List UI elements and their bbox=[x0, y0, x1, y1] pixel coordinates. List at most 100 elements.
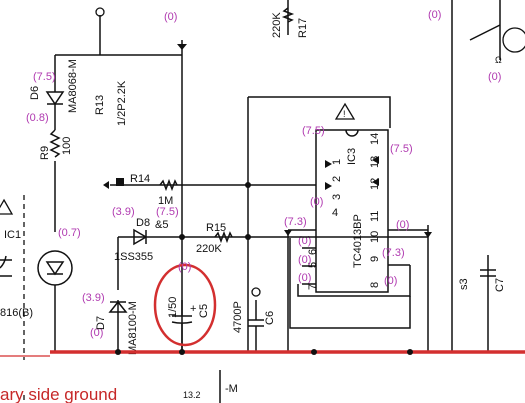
ic3-body bbox=[315, 129, 389, 293]
wire-top-right bbox=[469, 24, 501, 41]
d8-extra: &5 bbox=[155, 219, 168, 231]
voltage-d7-bottom: (0) bbox=[90, 327, 103, 339]
resistor-r9-symbol bbox=[49, 129, 61, 158]
ic3-pin-6: 6 bbox=[307, 249, 319, 255]
ground-annotation: ary side ground bbox=[0, 385, 117, 403]
resistor-r14-symbol bbox=[159, 178, 178, 192]
c5-value: 1/50 bbox=[167, 297, 179, 318]
ic3-pin-1: 1 bbox=[331, 159, 343, 165]
c5-ref: C5 bbox=[198, 304, 210, 318]
ic3-pin-7: 7 bbox=[307, 284, 319, 290]
r9-value: 100 bbox=[61, 137, 73, 155]
pin-marker-3 bbox=[325, 182, 332, 190]
arrow-marker-top bbox=[177, 44, 187, 50]
pin-marker-1 bbox=[325, 160, 332, 168]
junction-dot bbox=[179, 234, 185, 240]
arrow-marker-pin10 bbox=[424, 232, 432, 238]
ic1-led-circle bbox=[37, 250, 73, 286]
r-symbol: Ω bbox=[495, 55, 502, 65]
voltage-d8-right: (7.5) bbox=[156, 206, 179, 218]
ic3-pin-3: 3 bbox=[331, 194, 343, 200]
ic3-part: TC4013BP bbox=[352, 214, 364, 268]
wire-ic3-top-loop bbox=[248, 96, 391, 128]
voltage-top-right: (0) bbox=[428, 9, 441, 21]
warning-triangle-ic1-icon bbox=[0, 198, 14, 215]
arrow-marker-r14 bbox=[103, 181, 109, 189]
capacitor-c5-symbol bbox=[171, 300, 193, 352]
ground-junction-right bbox=[407, 349, 413, 355]
highlight-circle-c5 bbox=[153, 263, 217, 347]
ic3-pin-2: 2 bbox=[331, 176, 343, 182]
resistor-r15-symbol bbox=[214, 230, 233, 244]
ground-junction-ic3 bbox=[311, 349, 317, 355]
wire-ic3-lower-loop bbox=[289, 238, 411, 329]
junction-dot-r14 bbox=[245, 182, 251, 188]
voltage-pin8: (0) bbox=[384, 275, 397, 287]
voltage-d8-left: (3.9) bbox=[112, 206, 135, 218]
junction-dot-r15 bbox=[245, 234, 251, 240]
diode-d7-symbol bbox=[108, 300, 128, 313]
voltage-ic3-top: (7.5) bbox=[302, 125, 325, 137]
ground-annotation-value: 13.2 bbox=[183, 390, 201, 400]
voltage-pin4: (7.3) bbox=[284, 216, 307, 228]
ic3-pin-12: 12 bbox=[369, 178, 381, 190]
transistor-circle bbox=[502, 27, 525, 53]
r14-pad bbox=[116, 178, 124, 186]
r14-value: 1M bbox=[158, 195, 173, 207]
c5-polarity: + bbox=[190, 303, 196, 315]
s3-label: s3 bbox=[458, 278, 470, 290]
r17-ref: R17 bbox=[297, 18, 309, 38]
diode-d8-symbol bbox=[133, 228, 148, 246]
d6-part: MA8068-M bbox=[67, 59, 79, 113]
ic1-photo-arc bbox=[0, 255, 7, 269]
terminal-top bbox=[95, 7, 105, 17]
r14-ref: R14 bbox=[130, 173, 150, 185]
voltage-d6-anode: (7.5) bbox=[33, 71, 56, 83]
voltage-pin6: (0) bbox=[298, 254, 311, 266]
ic3-notch bbox=[345, 129, 359, 137]
arrow-marker-pin4 bbox=[284, 230, 292, 236]
ic3-pin-13: 13 bbox=[369, 156, 381, 168]
ic3-pin-11: 11 bbox=[369, 211, 381, 222]
warning-triangle-icon: ! bbox=[334, 102, 356, 120]
voltage-pin7: (0) bbox=[298, 272, 311, 284]
voltage-pin9: (7.3) bbox=[382, 247, 405, 259]
r9-ref: R9 bbox=[39, 146, 51, 160]
ic1-led-diode bbox=[45, 261, 65, 276]
ic3-pin-5: 5 bbox=[307, 262, 319, 268]
voltage-pin5: (0) bbox=[298, 235, 311, 247]
resistor-r17-symbol bbox=[281, 7, 295, 23]
c7-ref: C7 bbox=[494, 278, 506, 292]
diode-d6-symbol bbox=[45, 91, 65, 106]
r15-value: 220K bbox=[196, 243, 222, 255]
voltage-top-center: (0) bbox=[164, 11, 177, 23]
r13-ref: R13 bbox=[94, 95, 106, 115]
ic3-pin-14: 14 bbox=[369, 133, 381, 145]
ic1-left-leads bbox=[0, 259, 12, 277]
ic3-pin-9: 9 bbox=[369, 256, 381, 262]
ground-junction-c5 bbox=[179, 349, 185, 355]
r15-ref: R15 bbox=[206, 222, 226, 234]
d8-ref: D8 bbox=[136, 217, 150, 229]
voltage-d6-cathode: (0.8) bbox=[26, 112, 49, 124]
d7-ref: D7 bbox=[95, 316, 107, 330]
r13-value: 1/2P2.2K bbox=[116, 80, 128, 126]
r17-value: 220K bbox=[271, 12, 283, 38]
voltage-ic3-pin14: (7.5) bbox=[390, 143, 413, 155]
capacitor-c7-symbol bbox=[480, 269, 496, 277]
voltage-pin10: (0) bbox=[396, 219, 409, 231]
voltage-ic1: (0.7) bbox=[58, 227, 81, 239]
pin-marker-13 bbox=[372, 156, 379, 164]
ic3-pin-8: 8 bbox=[369, 282, 381, 288]
capacitor-c6-symbol bbox=[248, 300, 264, 352]
voltage-d7-top: (3.9) bbox=[82, 292, 105, 304]
ic3-ref: IC3 bbox=[346, 148, 358, 165]
wire-ic3-bottom-loop bbox=[297, 265, 411, 297]
voltage-c5-top: (0) bbox=[178, 261, 191, 273]
ic1-part: 816(B) bbox=[0, 307, 33, 319]
voltage-right: (0) bbox=[488, 71, 501, 83]
ic3-pin-4: 4 bbox=[332, 207, 338, 219]
ic1-ref: IC1 bbox=[4, 229, 21, 241]
d8-part: 1SS355 bbox=[114, 251, 153, 263]
